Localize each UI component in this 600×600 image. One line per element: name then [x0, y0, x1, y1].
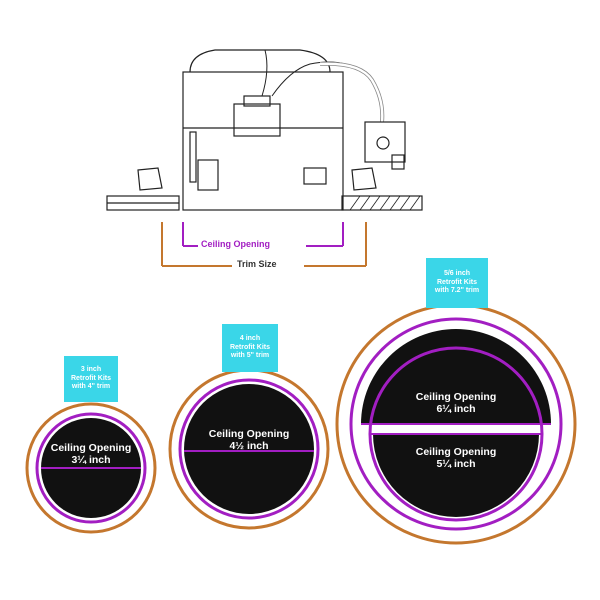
- kit3-outer-opening-half: [361, 329, 551, 424]
- kit2-opening-ring: [178, 378, 320, 520]
- kit3-tag-trim: with 7.2" trim: [434, 287, 480, 295]
- kit1-opening-ring: [35, 412, 147, 524]
- kit3-opening-label-lower: Ceiling Opening: [415, 446, 497, 458]
- kit1-tag: 3 inch Retrofit Kits with 4" trim: [64, 356, 118, 402]
- kit3-tag-type: Retrofit Kits: [436, 278, 478, 286]
- kit3-tag-size: 5/6 inch: [443, 270, 471, 278]
- kit2-tag-type: Retrofit Kits: [229, 343, 271, 351]
- kit3-opening-label-upper: Ceiling Opening: [415, 391, 497, 403]
- kit1-opening-size: 3¼ inch: [71, 454, 111, 466]
- kit3-outer-opening-ring: [349, 317, 563, 531]
- kit1-trim-ring: [25, 402, 157, 534]
- kit1-tag-trim: with 4" trim: [71, 383, 111, 391]
- kit2-opening-fill: [184, 384, 314, 514]
- kit3-opening-text-upper: Ceiling Opening 6¼ inch: [396, 391, 516, 415]
- kit2-tag: 4 inch Retrofit Kits with 5" trim: [222, 324, 278, 372]
- kit3-opening-size-upper: 6¼ inch: [436, 403, 476, 415]
- socket-mount: [233, 103, 281, 137]
- kit1-tag-size: 3 inch: [80, 366, 102, 374]
- housing-top: [189, 49, 331, 73]
- kit3-opening-text-lower: Ceiling Opening 5¼ inch: [396, 446, 516, 470]
- kit3-inner-opening-half: [373, 434, 539, 517]
- kit2-tag-trim: with 5" trim: [230, 352, 270, 360]
- housing-box: [182, 71, 344, 211]
- ceiling-opening-label: Ceiling Opening: [198, 239, 273, 249]
- kit1-opening-label: Ceiling Opening: [50, 442, 132, 454]
- trim-size-label: Trim Size: [234, 259, 280, 269]
- junction-box: [364, 121, 406, 163]
- kit3-opening-size-lower: 5¼ inch: [436, 458, 476, 470]
- kit3-tag: 5/6 inch Retrofit Kits with 7.2" trim: [426, 258, 488, 308]
- kit2-tag-size: 4 inch: [239, 335, 261, 343]
- kit1-opening-text: Ceiling Opening 3¼ inch: [41, 442, 141, 466]
- ceiling-board-right: [341, 195, 423, 211]
- kit2-opening-label: Ceiling Opening: [208, 428, 290, 440]
- kit2-opening-text: Ceiling Opening 4½ inch: [189, 428, 309, 452]
- kit2-opening-size: 4½ inch: [229, 440, 269, 452]
- kit1-tag-type: Retrofit Kits: [70, 374, 112, 382]
